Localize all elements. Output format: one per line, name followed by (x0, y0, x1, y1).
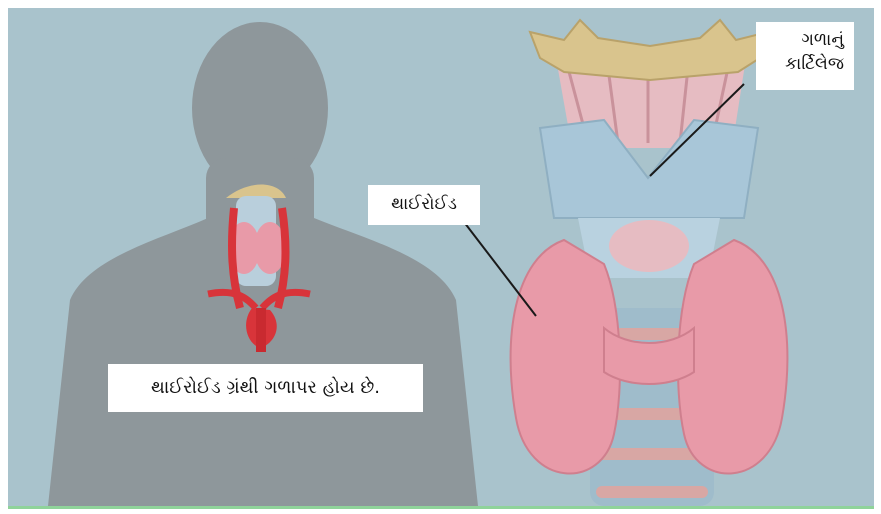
caption-thyroid-location: થાઈરોઈડ ગ્રંથી ગળાપર હોય છે. (108, 364, 423, 412)
label-cartilage-line1: ગળાનું (766, 28, 844, 52)
label-cartilage-line2: કાર્ટિલેજ (766, 52, 844, 76)
thyroid-illustration (8, 8, 874, 506)
label-thyroid: થાઈરોઈડ (368, 185, 480, 225)
label-thyroid-cartilage: ગળાનું કાર્ટિલેજ (756, 22, 854, 90)
thyroid-leader-line (464, 222, 536, 316)
diagram-panel: ગળાનું કાર્ટિલેજ થાઈરોઈડ થાઈરોઈડ ગ્રંથી … (8, 8, 874, 509)
large-thyroid-anatomy (511, 20, 788, 506)
